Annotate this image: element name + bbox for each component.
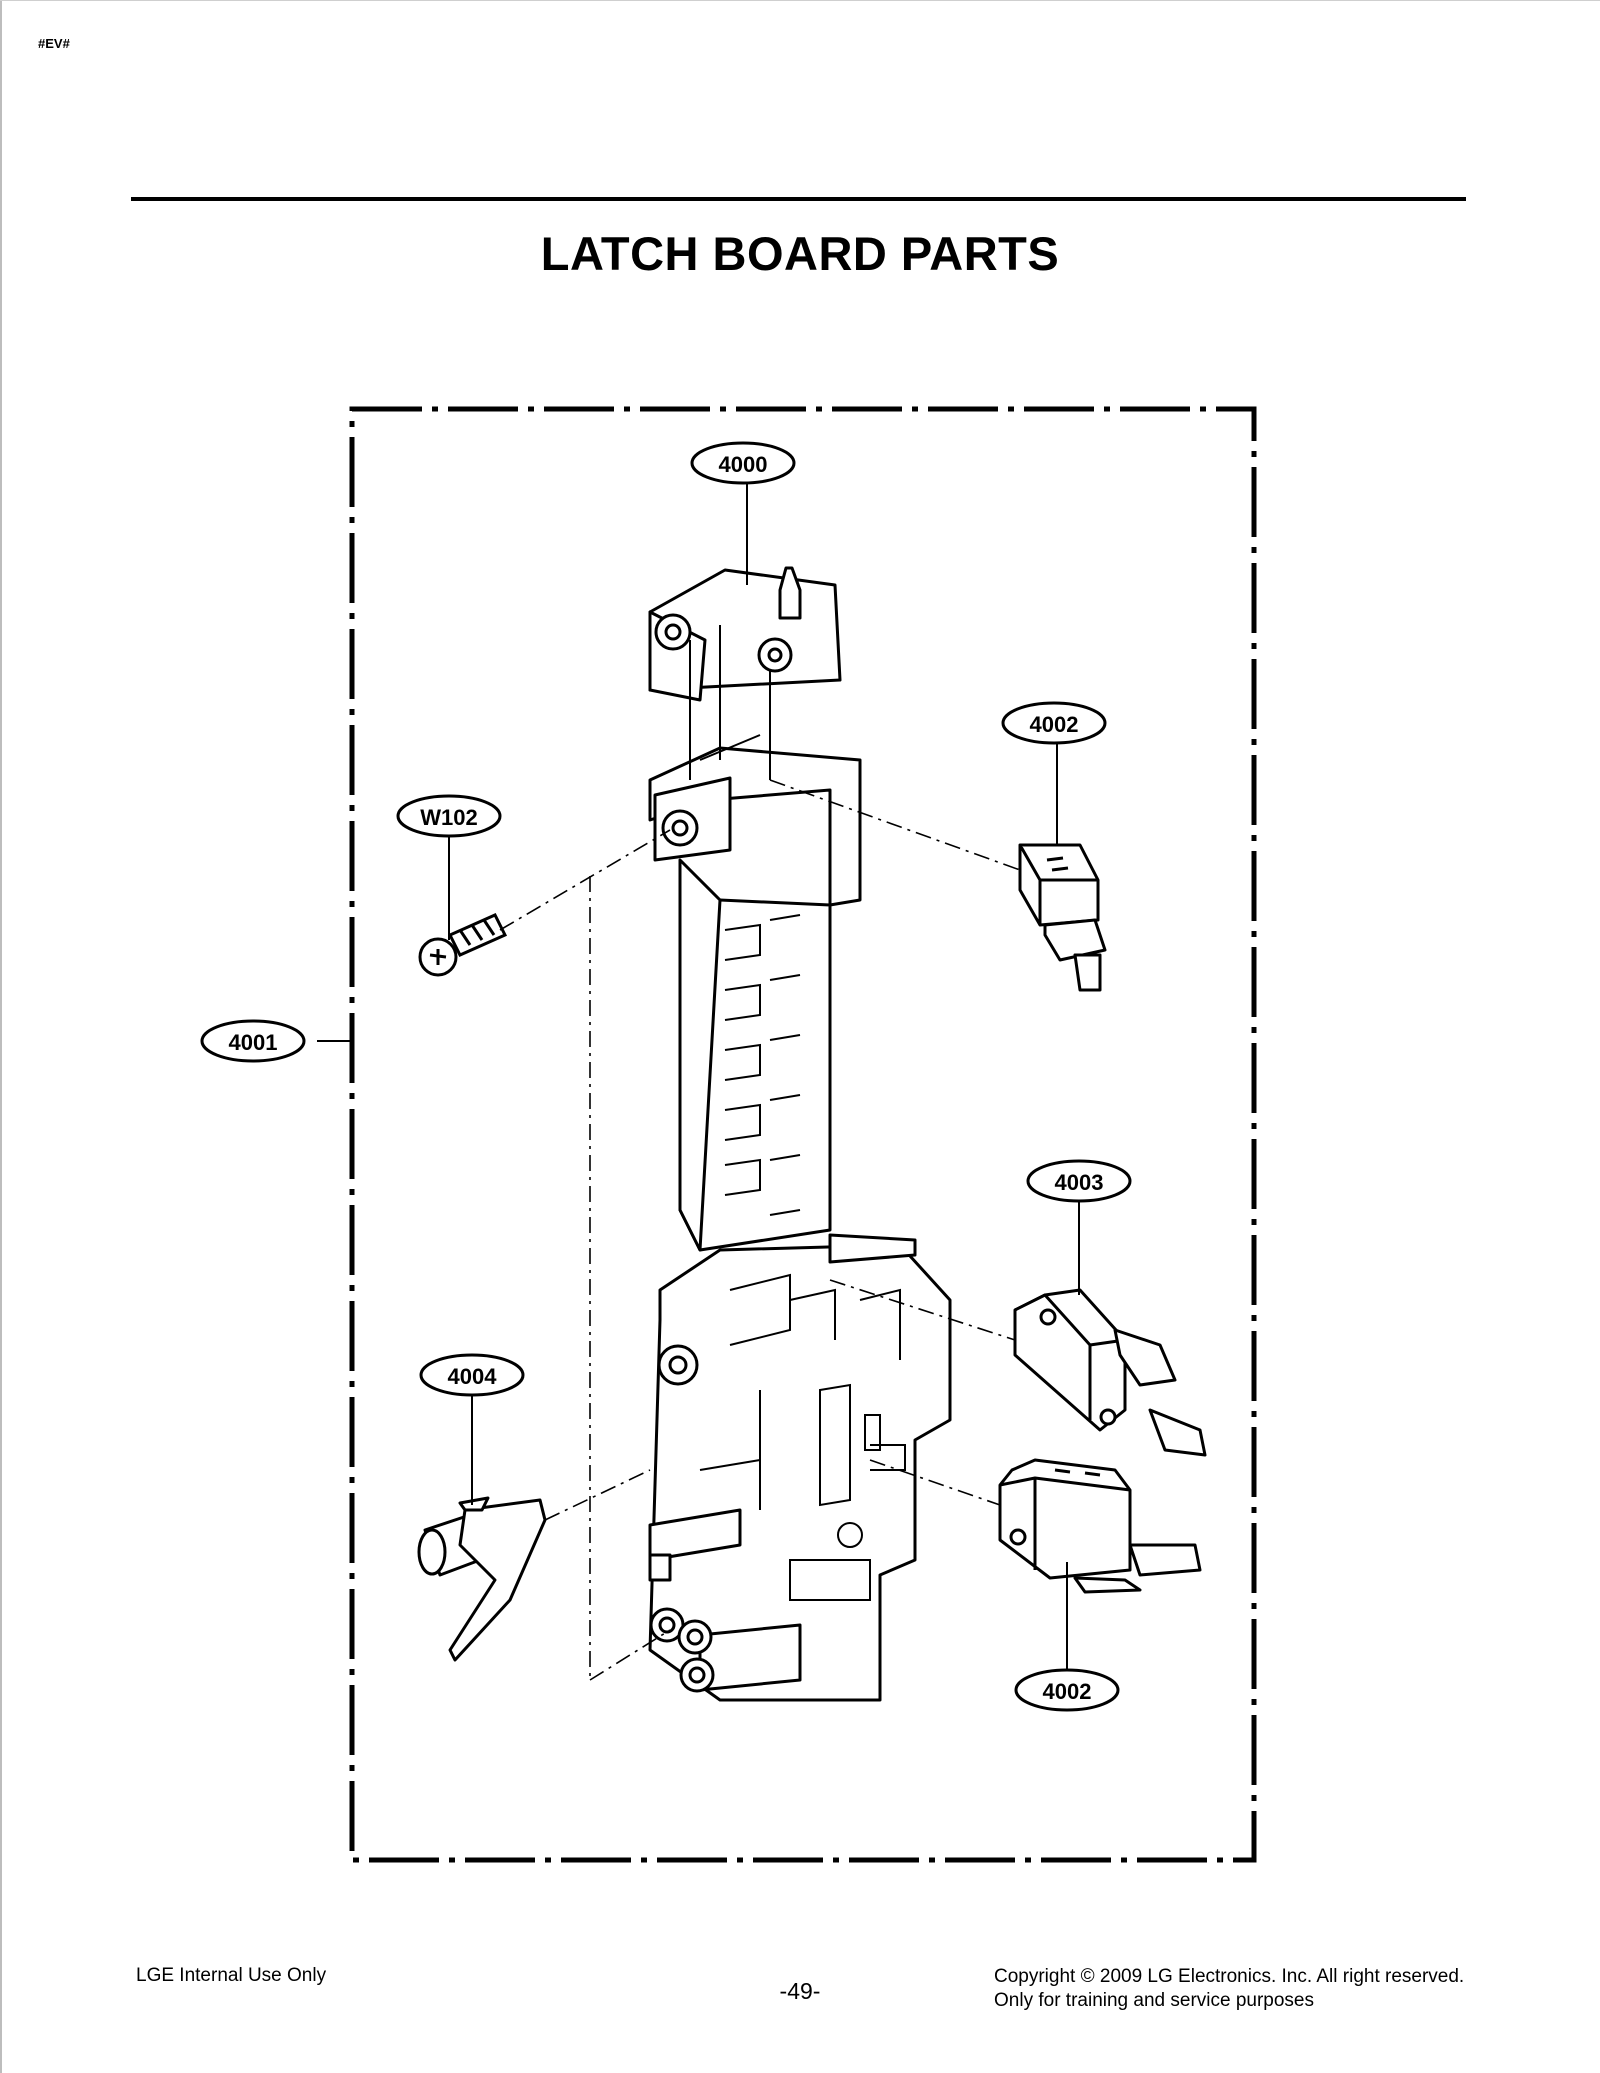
latch-board-body bbox=[648, 566, 952, 1702]
callout-4004-label: 4004 bbox=[448, 1364, 498, 1389]
latch-lever bbox=[417, 1496, 547, 1662]
footer-page-number: -49- bbox=[779, 1978, 821, 2004]
micro-switch-middle bbox=[1013, 1288, 1207, 1457]
assembly-guide-lines bbox=[499, 779, 1021, 1681]
assembly-frame bbox=[349, 406, 1257, 1863]
callout-w102-label: W102 bbox=[420, 805, 477, 830]
copyright-line-1: Copyright © 2009 LG Electronics. Inc. Al… bbox=[994, 1966, 1465, 1987]
callout-4003-label: 4003 bbox=[1055, 1170, 1104, 1195]
copyright-line-2: Only for training and service purposes bbox=[994, 1990, 1314, 2011]
footer-internal-use: LGE Internal Use Only bbox=[136, 1965, 327, 1986]
page-tag: #EV# bbox=[38, 36, 70, 51]
callout-4002-top: 4002 bbox=[1001, 701, 1107, 745]
callout-4003: 4003 bbox=[1026, 1159, 1132, 1203]
screw bbox=[418, 913, 508, 977]
micro-switch-bottom bbox=[998, 1458, 1202, 1594]
callout-4002-bottom-label: 4002 bbox=[1043, 1679, 1092, 1704]
page-top-edge bbox=[0, 0, 1600, 1]
page-title: LATCH BOARD PARTS bbox=[540, 227, 1060, 280]
leader-lines bbox=[317, 482, 1080, 1670]
callout-w102: W102 bbox=[396, 794, 502, 838]
callout-4002-bottom: 4002 bbox=[1014, 1668, 1120, 1712]
callout-4000-label: 4000 bbox=[719, 452, 768, 477]
footer-copyright: Copyright © 2009 LG Electronics. Inc. Al… bbox=[994, 1965, 1464, 2013]
latch-board-holes bbox=[649, 613, 793, 1693]
callout-4000: 4000 bbox=[690, 441, 796, 485]
latch-board-details bbox=[689, 625, 906, 1601]
micro-switch-top bbox=[1018, 843, 1107, 992]
callout-4001: 4001 bbox=[200, 1019, 306, 1063]
header-rule bbox=[131, 197, 1466, 201]
callout-4002-top-label: 4002 bbox=[1030, 712, 1079, 737]
callout-4001-label: 4001 bbox=[229, 1030, 278, 1055]
page-left-edge bbox=[0, 0, 2, 2073]
callout-4004: 4004 bbox=[419, 1353, 525, 1397]
